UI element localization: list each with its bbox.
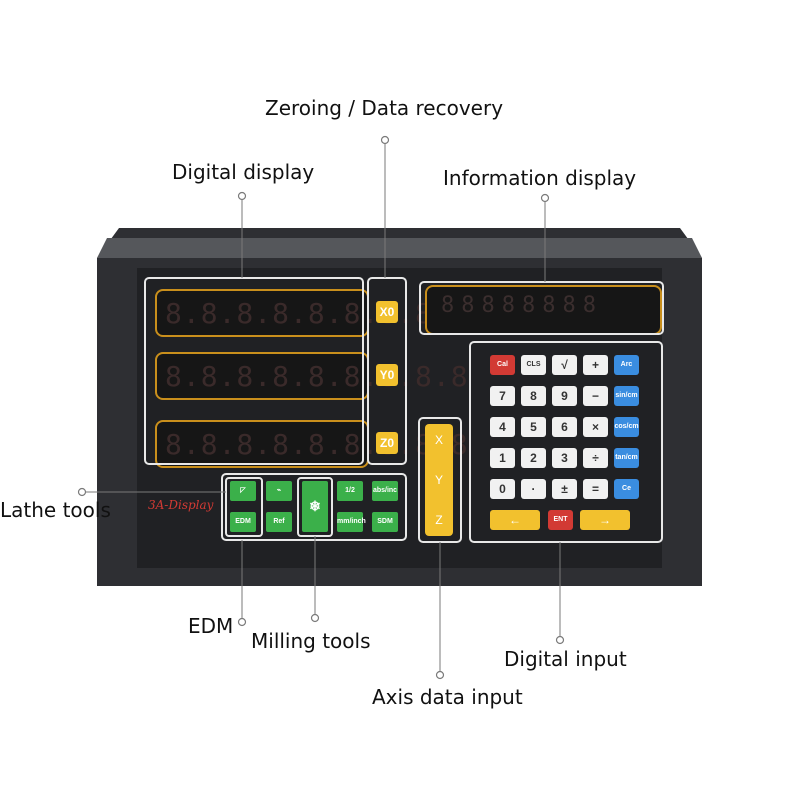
brand-logo: 3A-Display bbox=[148, 498, 214, 512]
axis-y-key[interactable]: Y bbox=[428, 467, 450, 493]
cls-key[interactable]: CLS bbox=[521, 355, 546, 375]
key-1[interactable]: 1 bbox=[490, 448, 515, 468]
divide-key[interactable]: ÷ bbox=[583, 448, 608, 468]
y-axis-digits: 8.8.8.8.8.8.8.8.8 bbox=[165, 360, 469, 393]
label-digital-display: Digital display bbox=[172, 160, 315, 184]
information-digits: 88888888 bbox=[441, 293, 603, 318]
plus-key[interactable]: + bbox=[583, 355, 608, 375]
key-5[interactable]: 5 bbox=[521, 417, 546, 437]
zero-y-button[interactable]: Y0 bbox=[376, 364, 398, 386]
label-axis-data-input: Axis data input bbox=[372, 685, 523, 709]
z-axis-display: 8.8.8.8.8.8.8.8.8 bbox=[155, 420, 468, 468]
zero-z-button[interactable]: Z0 bbox=[376, 432, 398, 454]
tan-key[interactable]: tan/cm bbox=[614, 448, 639, 468]
key-0[interactable]: 0 bbox=[490, 479, 515, 499]
axis-input-frame bbox=[418, 417, 462, 543]
y-axis-display: 8.8.8.8.8.8.8.8.8 bbox=[155, 352, 468, 400]
zero-x-button[interactable]: X0 bbox=[376, 301, 398, 323]
sin-key[interactable]: sin/cm bbox=[614, 386, 639, 406]
multiply-key[interactable]: × bbox=[583, 417, 608, 437]
digital-display-frame bbox=[144, 277, 364, 465]
sdm-button[interactable]: SDM bbox=[372, 512, 398, 532]
snowflake-button[interactable]: ❄ bbox=[302, 481, 328, 532]
keypad-frame bbox=[469, 341, 663, 543]
lathe-edm-frame bbox=[225, 477, 263, 537]
label-zeroing: Zeroing / Data recovery bbox=[265, 96, 504, 120]
label-lathe-tools: Lathe tools bbox=[0, 498, 111, 522]
right-arrow-key[interactable]: → bbox=[580, 510, 630, 530]
edm-button[interactable]: EDM bbox=[230, 512, 256, 532]
left-arrow-key[interactable]: ← bbox=[490, 510, 540, 530]
label-digital-input: Digital input bbox=[504, 647, 627, 671]
equals-key[interactable]: = bbox=[583, 479, 608, 499]
function-keys-frame bbox=[221, 473, 407, 541]
x-axis-display: 8.8.8.8.8.8.8.8.8 bbox=[155, 289, 468, 337]
zeroing-keys-frame bbox=[367, 277, 407, 465]
information-display: 88888888 bbox=[425, 285, 662, 335]
minus-key[interactable]: − bbox=[583, 386, 608, 406]
key-2[interactable]: 2 bbox=[521, 448, 546, 468]
key-3[interactable]: 3 bbox=[552, 448, 577, 468]
axis-z-key[interactable]: Z bbox=[428, 507, 450, 533]
sqrt-key[interactable]: √ bbox=[552, 355, 577, 375]
label-milling-tools: Milling tools bbox=[251, 629, 371, 653]
cos-key[interactable]: cos/cm bbox=[614, 417, 639, 437]
z-axis-digits: 8.8.8.8.8.8.8.8.8 bbox=[165, 428, 469, 461]
ref-button[interactable]: Ref bbox=[266, 512, 292, 532]
information-display-frame bbox=[419, 281, 664, 335]
key-8[interactable]: 8 bbox=[521, 386, 546, 406]
ce-key[interactable]: Ce bbox=[614, 479, 639, 499]
label-edm: EDM bbox=[188, 614, 234, 638]
arc-key[interactable]: Arc bbox=[614, 355, 639, 375]
key-4[interactable]: 4 bbox=[490, 417, 515, 437]
lathe-tools-button[interactable]: ◸ bbox=[230, 481, 256, 501]
key-9[interactable]: 9 bbox=[552, 386, 577, 406]
plus-minus-key[interactable]: ± bbox=[552, 479, 577, 499]
x-axis-digits: 8.8.8.8.8.8.8.8.8 bbox=[165, 297, 469, 330]
mm-inch-button[interactable]: mm/inch bbox=[337, 512, 366, 532]
abs-inc-button[interactable]: abs/inc bbox=[372, 481, 398, 501]
decimal-key[interactable]: · bbox=[521, 479, 546, 499]
half-button[interactable]: 1/2 bbox=[337, 481, 363, 501]
milling-frame bbox=[297, 477, 333, 537]
label-information-display: Information display bbox=[443, 166, 637, 190]
milling-tool-button[interactable]: ⌁ bbox=[266, 481, 292, 501]
axis-x-key[interactable]: X bbox=[428, 427, 450, 453]
ent-key[interactable]: ENT bbox=[548, 510, 573, 530]
key-7[interactable]: 7 bbox=[490, 386, 515, 406]
key-6[interactable]: 6 bbox=[552, 417, 577, 437]
cal-key[interactable]: Cal bbox=[490, 355, 515, 375]
